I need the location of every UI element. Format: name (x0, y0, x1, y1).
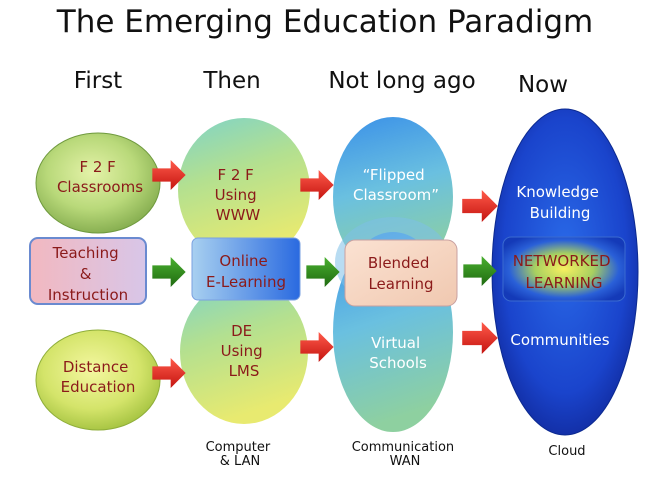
page-title: The Emerging Education Paradigm (56, 4, 593, 40)
virtual-schools-label: Virtual Schools (369, 334, 427, 372)
distance-education-label: Distance Education (61, 358, 136, 396)
column-header-now: Now (518, 72, 568, 98)
teaching-instruction-box (29, 237, 147, 305)
distance-education-circle (35, 329, 161, 431)
green-arrow-icon (152, 257, 186, 287)
then-footer-label: Computer & LAN (206, 440, 275, 469)
red-arrow-icon (462, 322, 498, 354)
blended-learning-box (344, 239, 458, 307)
column-header-then: Then (202, 68, 260, 94)
not-long-ago-footer-label: Communication WAN (352, 440, 459, 469)
f2f-classrooms-label: F 2 F Classrooms (57, 158, 143, 196)
networked-learning-box (502, 236, 626, 302)
blended-learning-label: Blended Learning (368, 254, 434, 293)
red-arrow-icon (462, 190, 498, 222)
now-footer-label: Cloud (548, 444, 585, 459)
online-elearning-box (191, 237, 301, 301)
flipped-classroom-label: “Flipped Classroom” (353, 166, 439, 204)
networked-learning-label: NETWORKED LEARNING (513, 252, 616, 292)
online-elearning-label: Online E-Learning (206, 252, 286, 291)
f2f-www-ellipse (178, 118, 310, 262)
de-lms-label: DE Using LMS (221, 322, 268, 380)
communities-label: Communities (510, 331, 609, 349)
green-arrow-icon (306, 257, 340, 287)
f2f-classrooms-circle (35, 132, 161, 234)
knowledge-building-label: Knowledge Building (516, 183, 603, 222)
teaching-instruction-label: Teaching & Instruction (48, 244, 128, 304)
f2f-www-label: F 2 F Using WWW (215, 166, 262, 224)
column-header-not-long-ago: Not long ago (328, 68, 475, 94)
column-header-first: First (74, 68, 122, 94)
de-lms-ellipse (180, 280, 308, 424)
